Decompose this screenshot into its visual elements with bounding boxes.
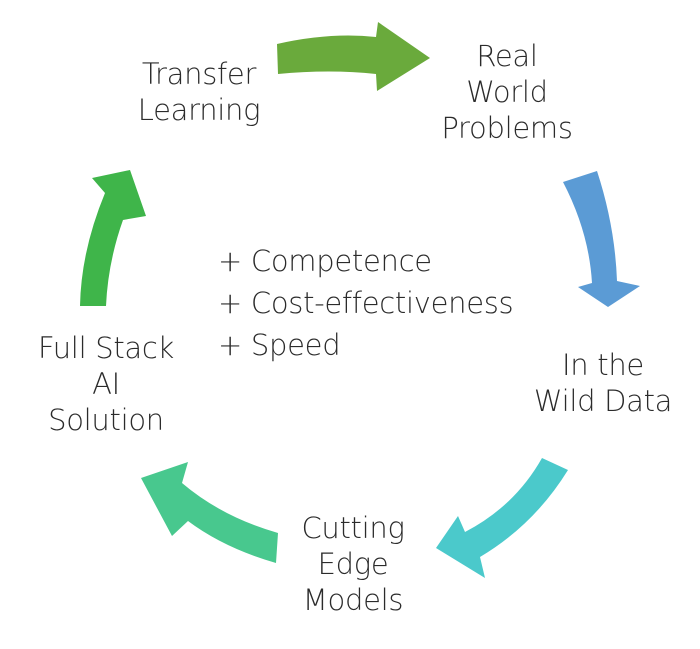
benefits-list: + Competence + Cost-effectiveness + Spee… — [218, 240, 514, 366]
arrow-models-to-full-stack — [141, 462, 278, 563]
arrow-transfer-to-real-world — [277, 22, 430, 91]
node-cutting-edge-models-line-1: Cutting — [301, 511, 405, 545]
arrow-wild-data-to-models-shape — [436, 458, 568, 578]
node-in-the-wild-data-line-2: Wild Data — [533, 384, 673, 418]
node-cutting-edge-models: Cutting Edge Models — [283, 510, 423, 618]
node-full-stack-ai-solution-line-2: AI — [92, 367, 120, 401]
benefit-cost-effectiveness: + Cost-effectiveness — [218, 286, 514, 320]
node-transfer-learning-line-2: Learning — [137, 93, 261, 127]
node-real-world-problems-line-1: Real — [476, 39, 538, 73]
node-cutting-edge-models-line-2: Edge — [317, 547, 389, 581]
arrow-full-stack-to-transfer — [80, 170, 146, 306]
arrow-real-world-to-wild-data-shape — [563, 171, 640, 307]
node-transfer-learning-line-1: Transfer — [141, 57, 257, 91]
node-real-world-problems-line-2: World — [466, 75, 548, 109]
arrow-wild-data-to-models — [436, 458, 568, 578]
node-real-world-problems: Real World Problems — [432, 38, 582, 146]
arrow-transfer-to-real-world-shape — [277, 22, 430, 91]
arrow-models-to-full-stack-shape — [141, 462, 278, 563]
node-full-stack-ai-solution: Full Stack AI Solution — [21, 330, 191, 438]
node-in-the-wild-data-line-1: In the — [562, 348, 644, 382]
node-real-world-problems-line-3: Problems — [441, 111, 573, 145]
node-transfer-learning: Transfer Learning — [129, 56, 269, 128]
node-full-stack-ai-solution-line-1: Full Stack — [37, 331, 175, 365]
benefit-competence: + Competence — [218, 244, 432, 278]
arrow-real-world-to-wild-data — [563, 171, 640, 307]
node-in-the-wild-data: In the Wild Data — [523, 347, 683, 419]
benefit-speed: + Speed — [218, 328, 341, 362]
node-cutting-edge-models-line-3: Models — [302, 583, 404, 617]
node-full-stack-ai-solution-line-3: Solution — [48, 403, 164, 437]
arrow-full-stack-to-transfer-shape — [80, 170, 146, 306]
